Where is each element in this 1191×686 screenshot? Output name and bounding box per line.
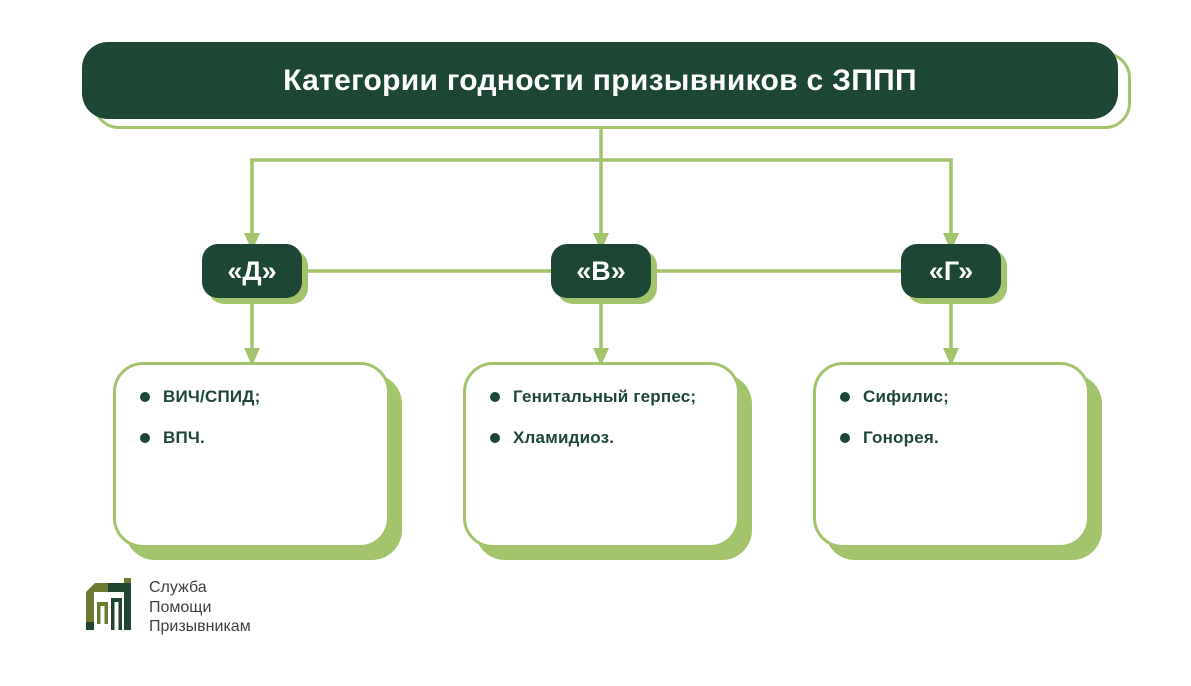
list-item: Генитальный герпес; [490, 387, 713, 407]
category-node-v: «В» [551, 244, 651, 298]
category-card-v: Генитальный герпес; Хламидиоз. [463, 362, 740, 548]
arrowhead-icon [593, 348, 609, 366]
bullet-icon [490, 392, 500, 402]
logo-text: Служба Помощи Призывникам [149, 578, 251, 637]
category-node-d: «Д» [202, 244, 302, 298]
title-banner: Категории годности призывников с ЗППП [82, 42, 1118, 119]
category-card-g: Сифилис; Гонорея. [813, 362, 1090, 548]
bullet-icon [490, 433, 500, 443]
list-item-label: ВИЧ/СПИД; [163, 387, 261, 406]
logo-mark-icon [86, 578, 131, 631]
arrowhead-icon [943, 348, 959, 366]
list-item: Гонорея. [840, 428, 1063, 448]
list-item-label: Генитальный герпес; [513, 387, 697, 406]
list-item: ВПЧ. [140, 428, 363, 448]
bullet-icon [140, 392, 150, 402]
logo-text-line1: Служба [149, 579, 207, 596]
list-item-label: Хламидиоз. [513, 428, 615, 447]
category-card-d: ВИЧ/СПИД; ВПЧ. [113, 362, 390, 548]
list-item: Хламидиоз. [490, 428, 713, 448]
list-item-label: Гонорея. [863, 428, 939, 447]
bullet-icon [140, 433, 150, 443]
list-item: ВИЧ/СПИД; [140, 387, 363, 407]
title-text: Категории годности призывников с ЗППП [283, 63, 917, 97]
list-item-label: ВПЧ. [163, 428, 205, 447]
arrowhead-icon [943, 233, 959, 251]
list-item-label: Сифилис; [863, 387, 950, 406]
logo-text-line2: Помощи [149, 598, 212, 616]
logo-text-line3: Призывникам [149, 618, 251, 635]
arrowhead-icon [593, 233, 609, 251]
arrowhead-icon [244, 233, 260, 251]
category-node-g: «Г» [901, 244, 1001, 298]
bullet-icon [840, 433, 850, 443]
bullet-icon [840, 392, 850, 402]
logo: Служба Помощи Призывникам [84, 578, 251, 637]
arrowhead-icon [244, 348, 260, 366]
list-item: Сифилис; [840, 387, 1063, 407]
